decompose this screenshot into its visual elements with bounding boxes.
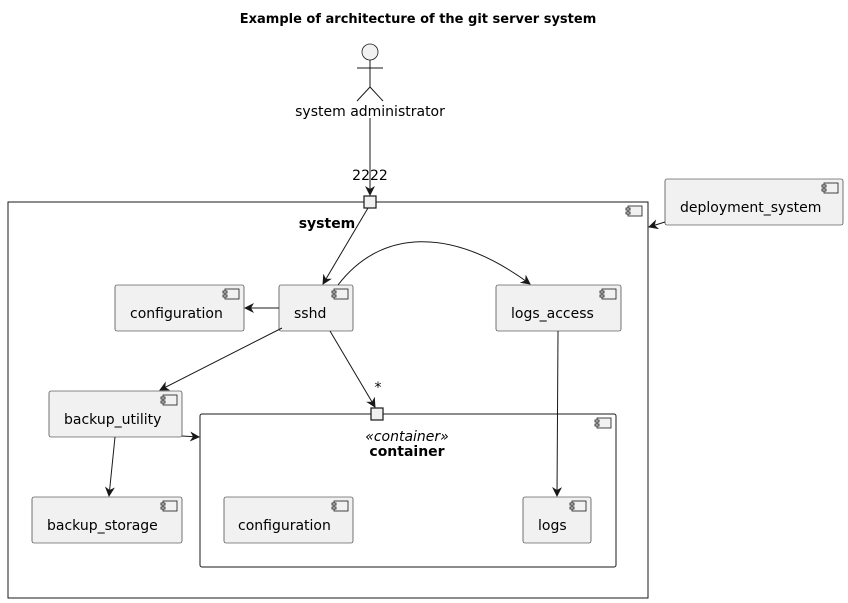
- container-stereotype: «container»: [365, 429, 449, 445]
- component-label: backup_utility: [64, 412, 161, 428]
- system-port[interactable]: [363, 195, 377, 209]
- edge-sshd-to-logs-access: [337, 241, 531, 286]
- edge-backup-utility-to-backup-storage: [104, 436, 116, 497]
- system-label: system: [299, 216, 356, 232]
- logs-component[interactable]: logs: [522, 496, 592, 544]
- edge-logs-access-to-logs: [552, 330, 563, 497]
- deployment-system-component[interactable]: deployment_system: [664, 178, 844, 226]
- component-icon: [625, 205, 643, 217]
- edge-sshd-to-backup-utility: [159, 327, 283, 391]
- component-label: configuration: [238, 518, 331, 534]
- configuration-system-component[interactable]: configuration: [114, 284, 245, 332]
- configuration-container-component[interactable]: configuration: [223, 496, 354, 544]
- backup-utility-component[interactable]: backup_utility: [48, 390, 183, 438]
- backup-storage-component[interactable]: backup_storage: [31, 496, 183, 544]
- logs-access-component[interactable]: logs_access: [495, 284, 622, 332]
- component-label: deployment_system: [680, 200, 821, 216]
- container-label: container: [369, 444, 444, 460]
- system-administrator-actor[interactable]: system administrator: [295, 43, 445, 120]
- component-icon: [331, 500, 349, 512]
- component-icon: [821, 182, 839, 194]
- container-port-label: *: [375, 380, 382, 396]
- component-label: logs: [538, 518, 567, 534]
- stick-figure-icon: [356, 43, 384, 102]
- edge-sshd-to-container-port: [329, 330, 376, 408]
- component-icon: [160, 500, 178, 512]
- container-port[interactable]: [370, 407, 384, 421]
- component-icon: [331, 288, 349, 300]
- component-icon: [599, 288, 617, 300]
- component-label: backup_storage: [47, 518, 158, 534]
- component-label: sshd: [294, 306, 326, 322]
- diagram-title: Example of architecture of the git serve…: [240, 12, 597, 27]
- component-icon: [160, 394, 178, 406]
- component-icon: [594, 417, 612, 429]
- edge-deployment-to-system: [648, 219, 666, 230]
- actor-label: system administrator: [295, 104, 445, 120]
- component-icon: [222, 288, 240, 300]
- container-container[interactable]: «container» container: [199, 413, 617, 568]
- edge-backup-utility-to-container: [181, 431, 200, 442]
- sshd-component[interactable]: sshd: [278, 284, 354, 332]
- edge-port-to-sshd: [322, 207, 369, 285]
- component-label: logs_access: [511, 306, 594, 322]
- component-label: configuration: [130, 306, 223, 322]
- component-icon: [569, 500, 587, 512]
